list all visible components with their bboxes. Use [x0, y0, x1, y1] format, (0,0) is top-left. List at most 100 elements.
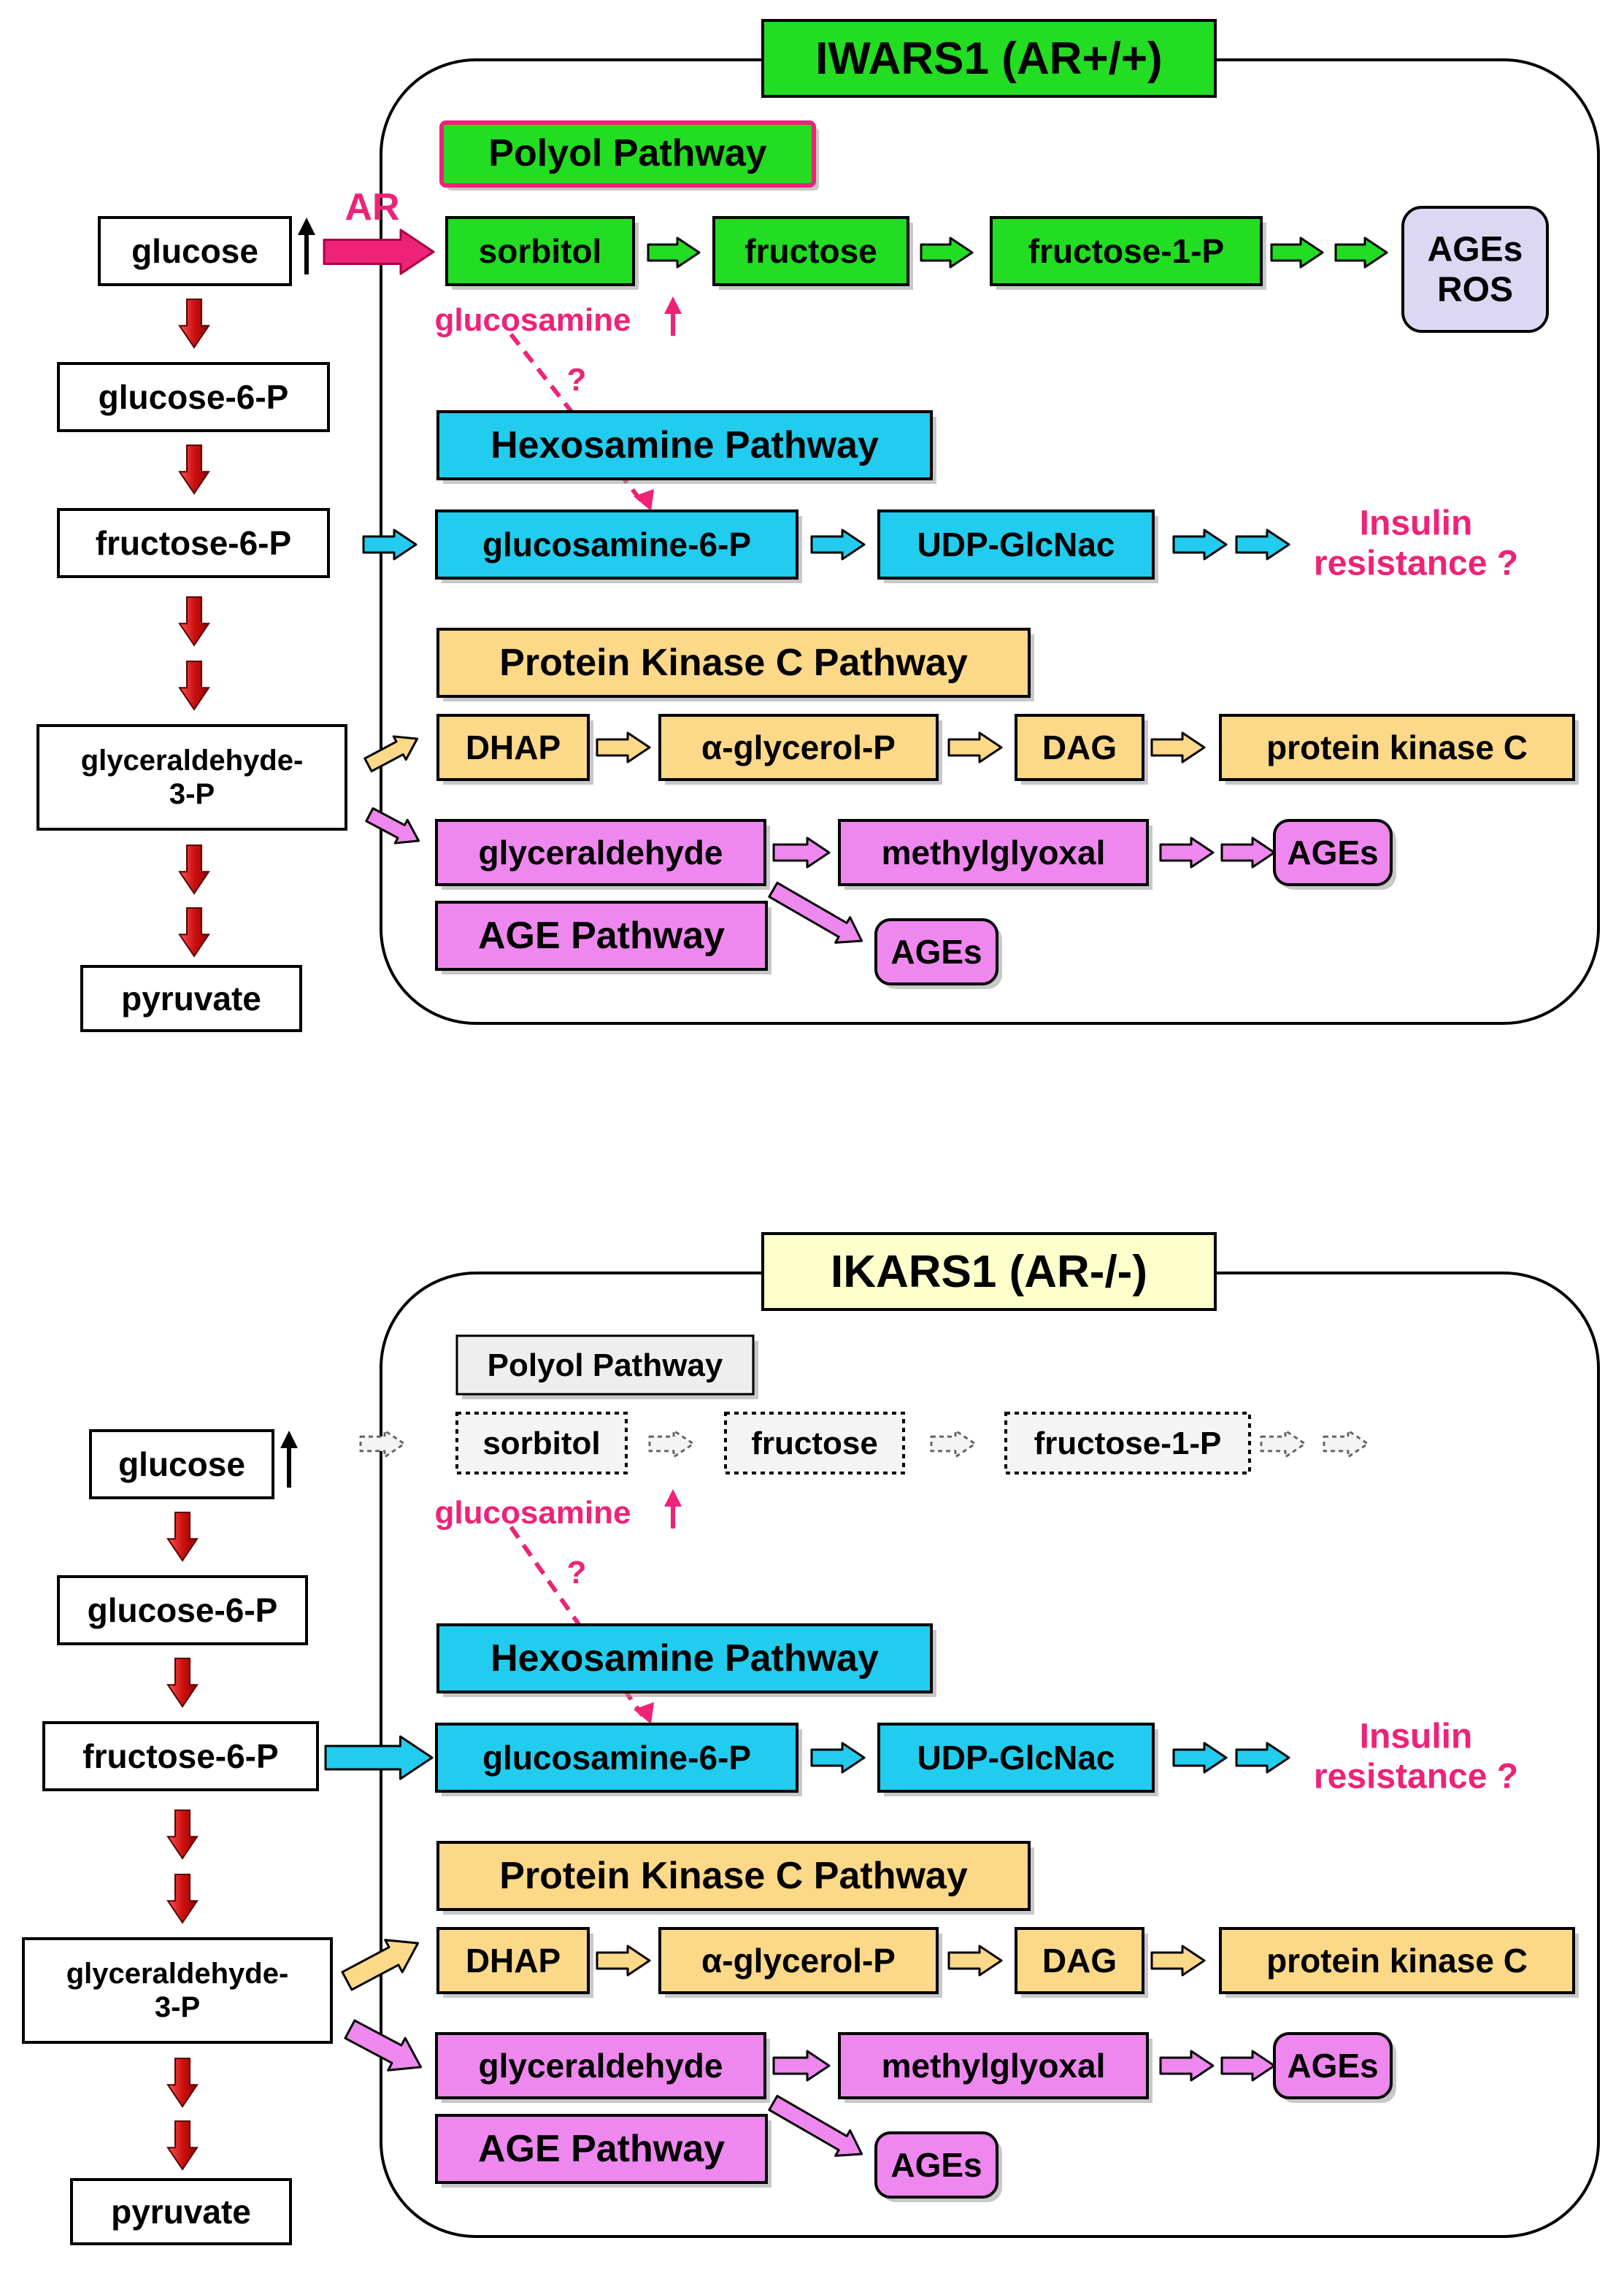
polyol-step-1: fructose	[751, 1426, 878, 1461]
age-branch-arrow-group	[768, 2094, 863, 2157]
age-pathway-label: AGE Pathway	[478, 915, 725, 957]
hexosamine-step-0: glucosamine-6-P	[482, 1739, 751, 1777]
age-end-label: AGEs	[1287, 834, 1378, 872]
age-branch-arrow-group	[768, 881, 863, 944]
mainline-box-1	[57, 1575, 308, 1645]
glycolysis-arrow-1	[178, 445, 210, 495]
mainline-label-3: glyceraldehyde-3-P	[81, 745, 304, 810]
mainline-label-2: fructose-6-P	[96, 524, 291, 562]
mainline-box-2	[57, 508, 330, 578]
pkc-step-box-2	[1015, 1927, 1144, 1994]
hexosamine-step-box-1	[877, 1723, 1155, 1793]
pkc-arrow-2	[1150, 1945, 1206, 1977]
glycolysis-arrow-4	[178, 845, 210, 895]
age-branch-arrow	[768, 2094, 863, 2157]
age-pathway-label-box	[435, 901, 768, 971]
age-pathway-label: AGE Pathway	[478, 2128, 725, 2170]
pkc-entry-arrow	[341, 1939, 420, 1991]
polyol-step-box-2	[1004, 1412, 1251, 1474]
age-branch-end-label: AGEs	[890, 2146, 982, 2184]
polyol-step-box-1	[724, 1412, 905, 1474]
pkc-pathway-label-box	[436, 628, 1031, 698]
glycolysis-arrow-3	[166, 1874, 199, 1924]
polyol-step-2: fructose-1-P	[1034, 1426, 1222, 1461]
mainline-box-0	[89, 1429, 274, 1499]
glucosamine-question: ?	[567, 362, 587, 398]
pkc-step-0: DHAP	[466, 1942, 561, 1980]
hexosamine-step-1: UDP-GlcNac	[917, 526, 1115, 564]
polyol-arrow-1	[920, 236, 974, 269]
age-pathway-label-box	[435, 2114, 768, 2184]
mainline-box-3	[36, 724, 347, 831]
panel-title-box	[761, 1232, 1217, 1311]
age-arrow-0	[772, 836, 831, 869]
glucosamine-label: glucosamine	[435, 1495, 631, 1531]
aldose-reductase-arrow	[323, 228, 435, 275]
age-branch-arrow	[768, 881, 863, 944]
glucosamine-increase-arrowhead	[664, 1489, 682, 1507]
age-branch-end-box	[874, 2131, 998, 2199]
mainline-box-3	[22, 1937, 333, 2044]
mainline-box-1	[57, 362, 330, 432]
hexosamine-arrow-0	[810, 1742, 866, 1774]
pkc-arrow-0	[596, 731, 651, 764]
pkc-step-box-1	[658, 1927, 939, 1994]
glucosamine-dashed-link	[509, 1526, 644, 1717]
polyol-arrow-2	[1270, 236, 1324, 269]
pkc-arrow-1	[947, 1945, 1003, 1977]
ar-label: AR	[345, 186, 399, 228]
polyol-inactive-arrow-2	[1260, 1429, 1306, 1458]
panel-title: IWARS1 (AR+/+)	[815, 34, 1162, 84]
pkc-step-box-1	[658, 714, 939, 781]
hexosamine-arrow-1	[1172, 528, 1228, 561]
mainline-label-1: glucose-6-P	[88, 1591, 278, 1629]
pkc-arrow-0	[596, 1945, 651, 1977]
hexosamine-entry-arrow	[362, 528, 417, 561]
panel-title: IKARS1 (AR-/-)	[831, 1247, 1147, 1297]
age-step-0: glyceraldehyde	[479, 834, 723, 872]
age-step-1: methylglyoxal	[882, 834, 1106, 872]
pkc-step-2: DAG	[1042, 1942, 1117, 1980]
age-step-box-0	[435, 2032, 766, 2099]
hexosamine-step-1: UDP-GlcNac	[917, 1739, 1115, 1777]
pkc-step-2: DAG	[1042, 728, 1117, 766]
polyol-step-0: sorbitol	[482, 1426, 600, 1461]
glycolysis-arrow-0	[178, 299, 210, 349]
polyol-pathway-label: Polyol Pathway	[488, 132, 767, 174]
glycolysis-arrow-4	[166, 2058, 199, 2108]
mainline-label-4: pyruvate	[121, 980, 261, 1018]
pkc-pathway-label-box	[436, 1841, 1031, 1911]
glucosamine-dashed-arrowhead	[634, 489, 654, 511]
mainline-label-2: fructose-6-P	[82, 1737, 278, 1775]
hexosamine-step-box-0	[435, 509, 798, 580]
glycolysis-arrow-5	[178, 907, 210, 958]
age-entry-arrow	[365, 807, 420, 845]
age-step-0: glyceraldehyde	[479, 2047, 723, 2085]
age-branch-end-label: AGEs	[890, 933, 982, 971]
age-arrow-1	[1159, 2050, 1215, 2082]
polyol-step-2: fructose-1-P	[1028, 232, 1224, 270]
hexosamine-arrow-1	[1172, 1742, 1228, 1774]
polyol-inactive-arrow-entry	[359, 1429, 406, 1458]
age-branch-end-box	[874, 918, 998, 985]
polyol-step-box-1	[712, 216, 909, 286]
polyol-inactive-arrow-3	[1323, 1429, 1369, 1458]
age-step-box-1	[838, 819, 1149, 886]
hexosamine-pathway-label-box	[436, 410, 933, 480]
glucosamine-label: glucosamine	[435, 302, 631, 338]
pkc-arrow-2	[1150, 731, 1206, 764]
mainline-box-2	[42, 1721, 319, 1791]
pkc-step-box-3	[1219, 1927, 1575, 1994]
polyol-pathway-label-box	[455, 1334, 755, 1396]
glucosamine-dashed-arrowhead	[634, 1702, 654, 1724]
glycolysis-arrow-5	[166, 2120, 199, 2171]
polyol-step-box-0	[445, 216, 635, 286]
glycolysis-arrow-0	[166, 1512, 199, 1562]
age-arrow-1	[1159, 836, 1215, 869]
pkc-step-box-2	[1015, 714, 1144, 781]
pkc-pathway-label: Protein Kinase C Pathway	[499, 642, 968, 684]
hexosamine-arrow-2	[1235, 528, 1290, 561]
panel-title-box	[761, 19, 1217, 98]
